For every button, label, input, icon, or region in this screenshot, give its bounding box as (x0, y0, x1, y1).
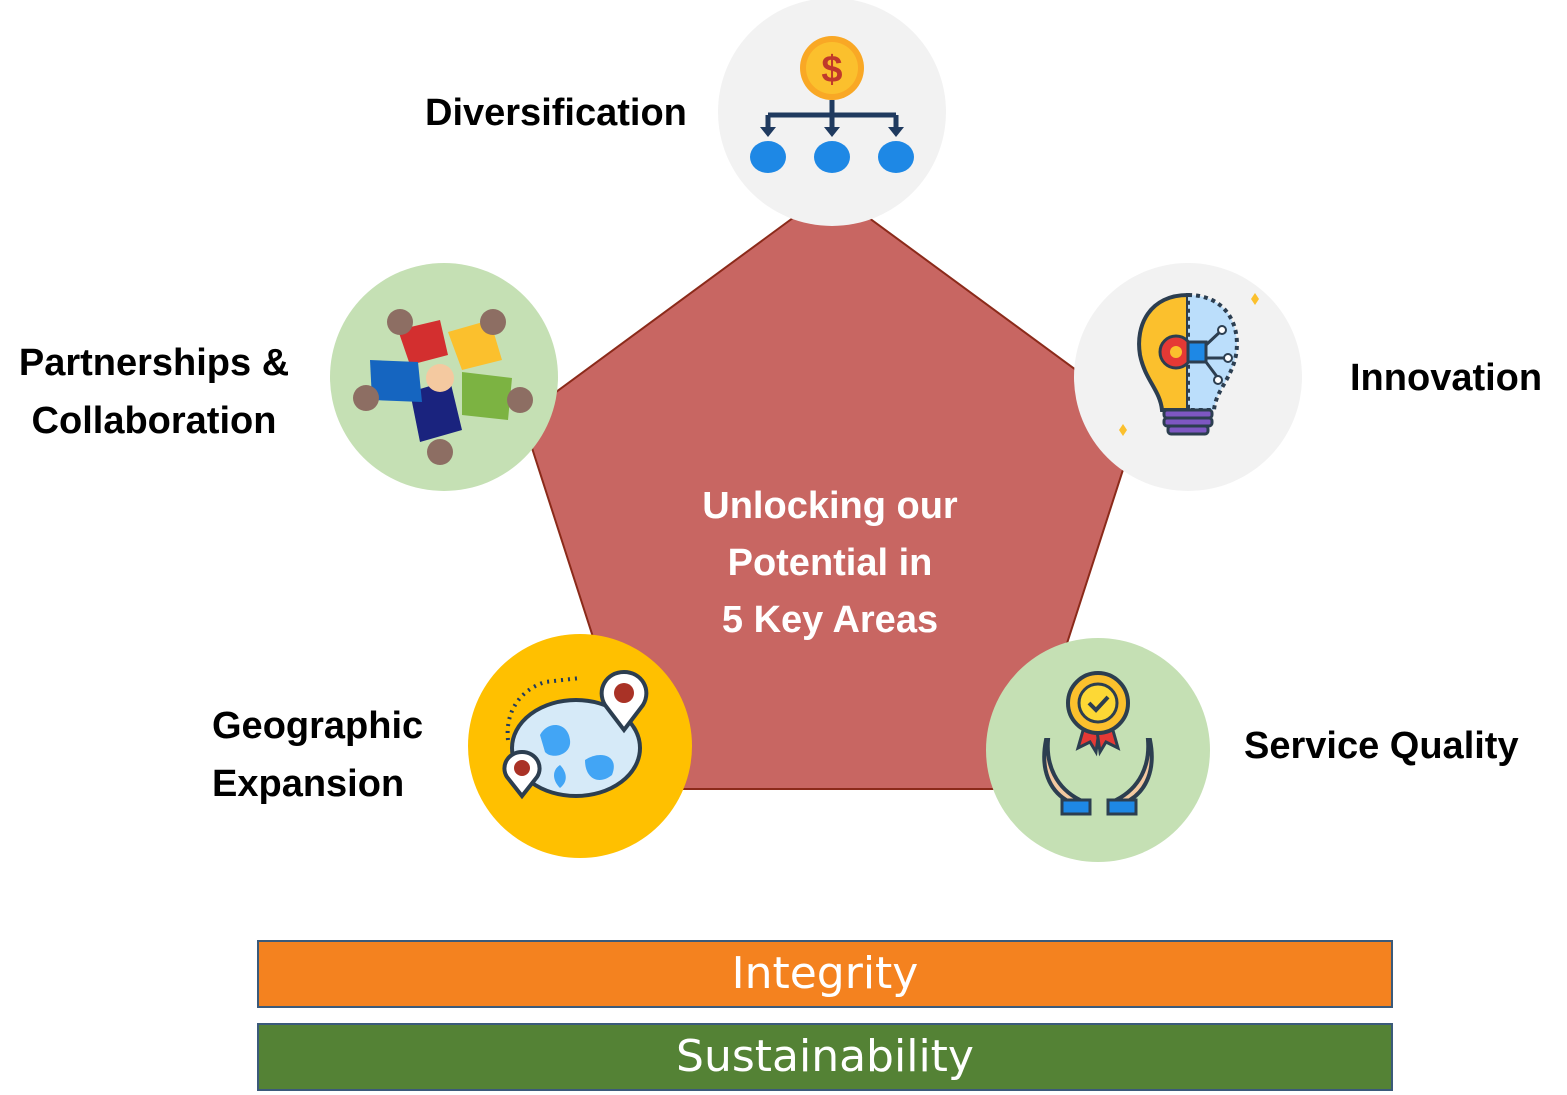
service-quality-node (986, 638, 1210, 862)
center-title-line3: 5 Key Areas (721, 599, 939, 641)
integrity-bar: Integrity (257, 940, 1393, 1008)
globe-pins-icon (502, 669, 649, 800)
money-hierarchy-icon: $ (750, 36, 914, 173)
geographic-label-line2: Expansion (212, 763, 405, 805)
sustainability-bar: Sustainability (257, 1023, 1393, 1091)
partnerships-label-line2: Collaboration (31, 400, 277, 442)
partnerships-node (330, 263, 558, 491)
team-circle-icon (353, 309, 533, 465)
lightbulb-gear-icon (1119, 292, 1259, 436)
center-title-line2: Potential in (727, 542, 933, 584)
innovation-label: Innovation (1350, 357, 1543, 399)
geographic-node (468, 634, 692, 858)
partnerships-label-line1: Partnerships & (18, 342, 290, 384)
svg-text:$: $ (821, 49, 842, 91)
center-title: Unlocking our Potential in 5 Key Areas (650, 478, 1010, 649)
diversification-node: $ (718, 0, 946, 226)
innovation-node (1074, 263, 1302, 491)
service-quality-label: Service Quality (1244, 725, 1519, 767)
center-title-line1: Unlocking our (702, 485, 958, 527)
partnerships-label: Partnerships & Collaboration (8, 334, 300, 450)
diversification-label: Diversification (425, 92, 687, 134)
geographic-expansion-label: Geographic Expansion (212, 697, 423, 813)
geographic-label-line1: Geographic (212, 705, 424, 747)
quality-badge-hands-icon (1042, 671, 1154, 816)
